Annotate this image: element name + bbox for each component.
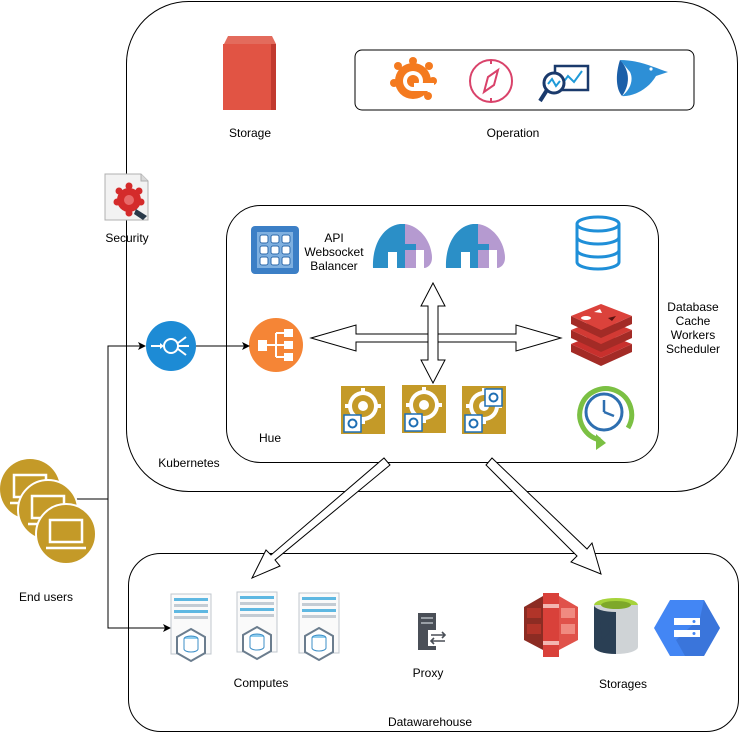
elephant-logo-icon-2 <box>445 224 505 268</box>
hue-hub-icon <box>249 318 303 372</box>
compute-server-icon-1 <box>170 593 212 662</box>
api-grid-icon <box>251 226 299 274</box>
end-users-icon <box>0 459 97 565</box>
proxy-server-icon <box>418 613 448 650</box>
arrowhead-to-compute <box>163 624 171 632</box>
security-label: Security <box>105 231 149 245</box>
monitoring-chart-icon <box>538 64 590 103</box>
redis-icon <box>571 304 632 366</box>
cloud-storage-icon <box>654 600 720 656</box>
bird-logo-icon <box>616 60 668 97</box>
computes-label: Computes <box>233 676 289 690</box>
vertical-double-arrow <box>420 281 446 385</box>
kubernetes-label: Kubernetes <box>158 456 220 470</box>
s3-bucket-icon <box>524 593 578 657</box>
compass-icon <box>469 59 513 103</box>
gear-worker-badge-dot <box>488 392 499 403</box>
hue-label: Hue <box>258 431 282 445</box>
elephant-logo-icon-1 <box>372 224 432 268</box>
arrowhead-to-load-balancer <box>138 342 146 350</box>
storage-label: Storage <box>228 126 272 140</box>
end-users-connector <box>76 345 244 629</box>
gear-worker-icon-1 <box>340 385 386 435</box>
services-container <box>226 205 659 463</box>
load-balancer-icon <box>146 321 196 371</box>
grafana-icon <box>390 57 437 100</box>
operation-panel <box>354 49 695 111</box>
certificate-icon <box>104 173 149 221</box>
end-users-label: End users <box>18 590 74 604</box>
datawarehouse-label: Datawarehouse <box>387 715 473 729</box>
arrow-to-storages <box>485 457 602 575</box>
compute-server-icon-3 <box>298 592 340 661</box>
compute-server-icon-2 <box>236 591 278 660</box>
storage-bucket-icon <box>594 598 638 654</box>
operation-label: Operation <box>486 126 540 140</box>
arrowhead-to-hue <box>242 342 250 350</box>
gear-worker-badge <box>484 388 503 407</box>
gear-worker-icon-2 <box>401 384 447 434</box>
kubernetes-container <box>126 1 738 492</box>
storages-label: Storages <box>598 677 648 691</box>
api-websocket-balancer-label: API Websocket Balancer <box>304 231 364 273</box>
proxy-label: Proxy <box>412 666 444 680</box>
storage-block-icon <box>223 36 276 110</box>
database-icon <box>575 215 621 271</box>
scheduler-clock-icon <box>577 386 635 450</box>
arrow-to-computes <box>250 457 391 579</box>
database-cache-workers-scheduler-label: Database Cache Workers Scheduler <box>665 300 721 356</box>
